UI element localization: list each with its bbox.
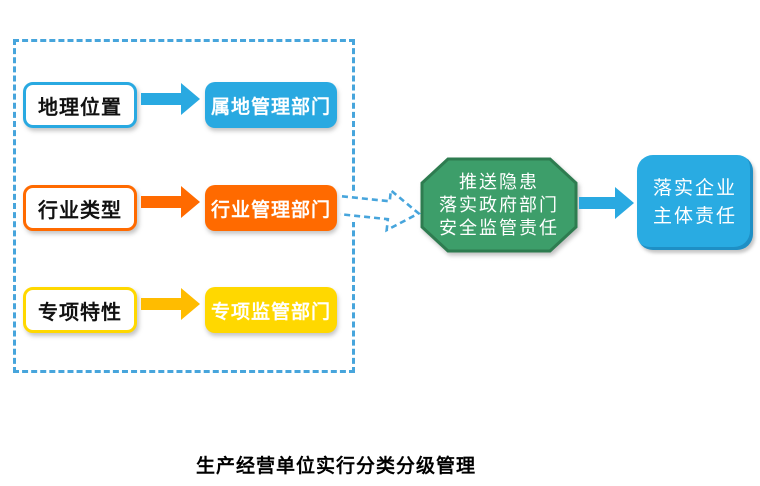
octagon-shape	[420, 157, 578, 253]
arrow-special-icon	[141, 288, 200, 320]
diagram-caption: 生产经营单位实行分类分级管理	[195, 456, 476, 477]
target-box-territorial-dept: 属地管理部门	[205, 82, 337, 128]
octagon-line-2: 落实政府部门	[439, 194, 559, 215]
target-box-special-dept-label: 专项监管部门	[210, 301, 331, 323]
octagon-line-1: 推送隐患	[459, 171, 539, 192]
target-box-special-dept: 专项监管部门	[205, 287, 337, 333]
source-box-special-label: 专项特性	[38, 301, 122, 324]
arrow-industry-icon	[141, 186, 200, 218]
arrow-geography-icon	[141, 83, 200, 115]
dashed-arrow-icon	[339, 187, 421, 233]
panel-border-gap	[348, 192, 360, 222]
octagon-text: 推送隐患 落实政府部门 安全监管责任	[420, 157, 578, 253]
result-line-2: 主体责任	[652, 205, 737, 227]
source-box-industry-label: 行业类型	[38, 199, 122, 222]
octagon-government-responsibility: 推送隐患 落实政府部门 安全监管责任	[420, 157, 578, 253]
target-box-territorial-dept-label: 属地管理部门	[210, 96, 331, 118]
target-box-industry-dept-label: 行业管理部门	[210, 199, 331, 221]
source-box-industry: 行业类型	[23, 185, 137, 231]
target-box-industry-dept: 行业管理部门	[205, 185, 337, 231]
result-line-1: 落实企业	[652, 177, 737, 199]
result-box-enterprise-responsibility: 落实企业 主体责任	[637, 155, 753, 250]
arrow-to-result-icon	[579, 187, 634, 219]
source-box-special: 专项特性	[23, 287, 137, 333]
source-box-geography: 地理位置	[23, 82, 137, 128]
octagon-line-3: 安全监管责任	[439, 217, 559, 238]
source-box-geography-label: 地理位置	[38, 96, 122, 119]
